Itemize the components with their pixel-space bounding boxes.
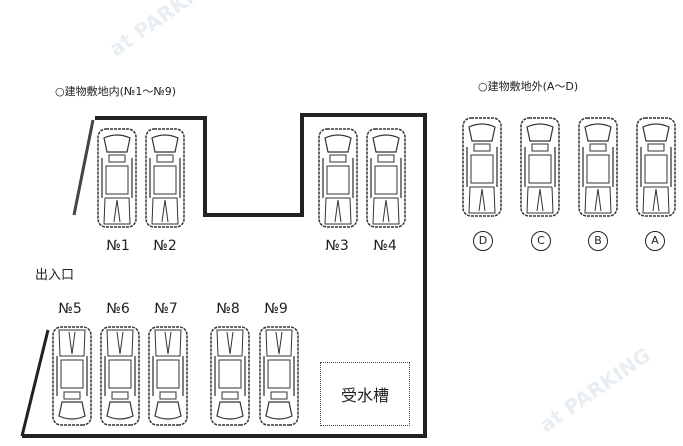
site-boundary-wall <box>22 113 427 438</box>
car-space-9 <box>259 326 299 426</box>
space-label-1: №1 <box>106 238 130 254</box>
entrance-gate-top <box>72 119 95 216</box>
car-space-8 <box>210 326 250 426</box>
space-label-3: №3 <box>325 238 349 254</box>
car-space-1 <box>97 128 137 228</box>
water-tank: 受水槽 <box>320 362 410 426</box>
space-label-9: №9 <box>264 301 288 317</box>
space-label-a: A <box>645 231 665 251</box>
space-label-7: №7 <box>154 301 178 317</box>
space-label-4: №4 <box>373 238 397 254</box>
space-label-c: C <box>531 231 551 251</box>
car-space-d <box>462 117 502 217</box>
car-space-5 <box>52 326 92 426</box>
water-tank-label: 受水槽 <box>340 386 389 405</box>
car-space-6 <box>100 326 140 426</box>
space-label-6: №6 <box>106 301 130 317</box>
car-space-4 <box>366 128 406 228</box>
car-space-7 <box>148 326 188 426</box>
outside-title: ○建物敷地外(A～D) <box>478 80 579 93</box>
space-label-2: №2 <box>153 238 177 254</box>
inside-title: ○建物敷地内(№1～№9) <box>55 85 177 98</box>
space-label-d: D <box>473 231 493 251</box>
car-space-c <box>520 117 560 217</box>
car-space-a <box>636 117 676 217</box>
entrance-gate-bottom <box>20 329 50 437</box>
space-label-b: B <box>588 231 608 251</box>
car-space-3 <box>318 128 358 228</box>
space-label-8: №8 <box>216 301 240 317</box>
entrance-label: 出入口 <box>35 268 75 283</box>
car-space-2 <box>145 128 185 228</box>
space-label-5: №5 <box>58 301 82 317</box>
car-space-b <box>578 117 618 217</box>
